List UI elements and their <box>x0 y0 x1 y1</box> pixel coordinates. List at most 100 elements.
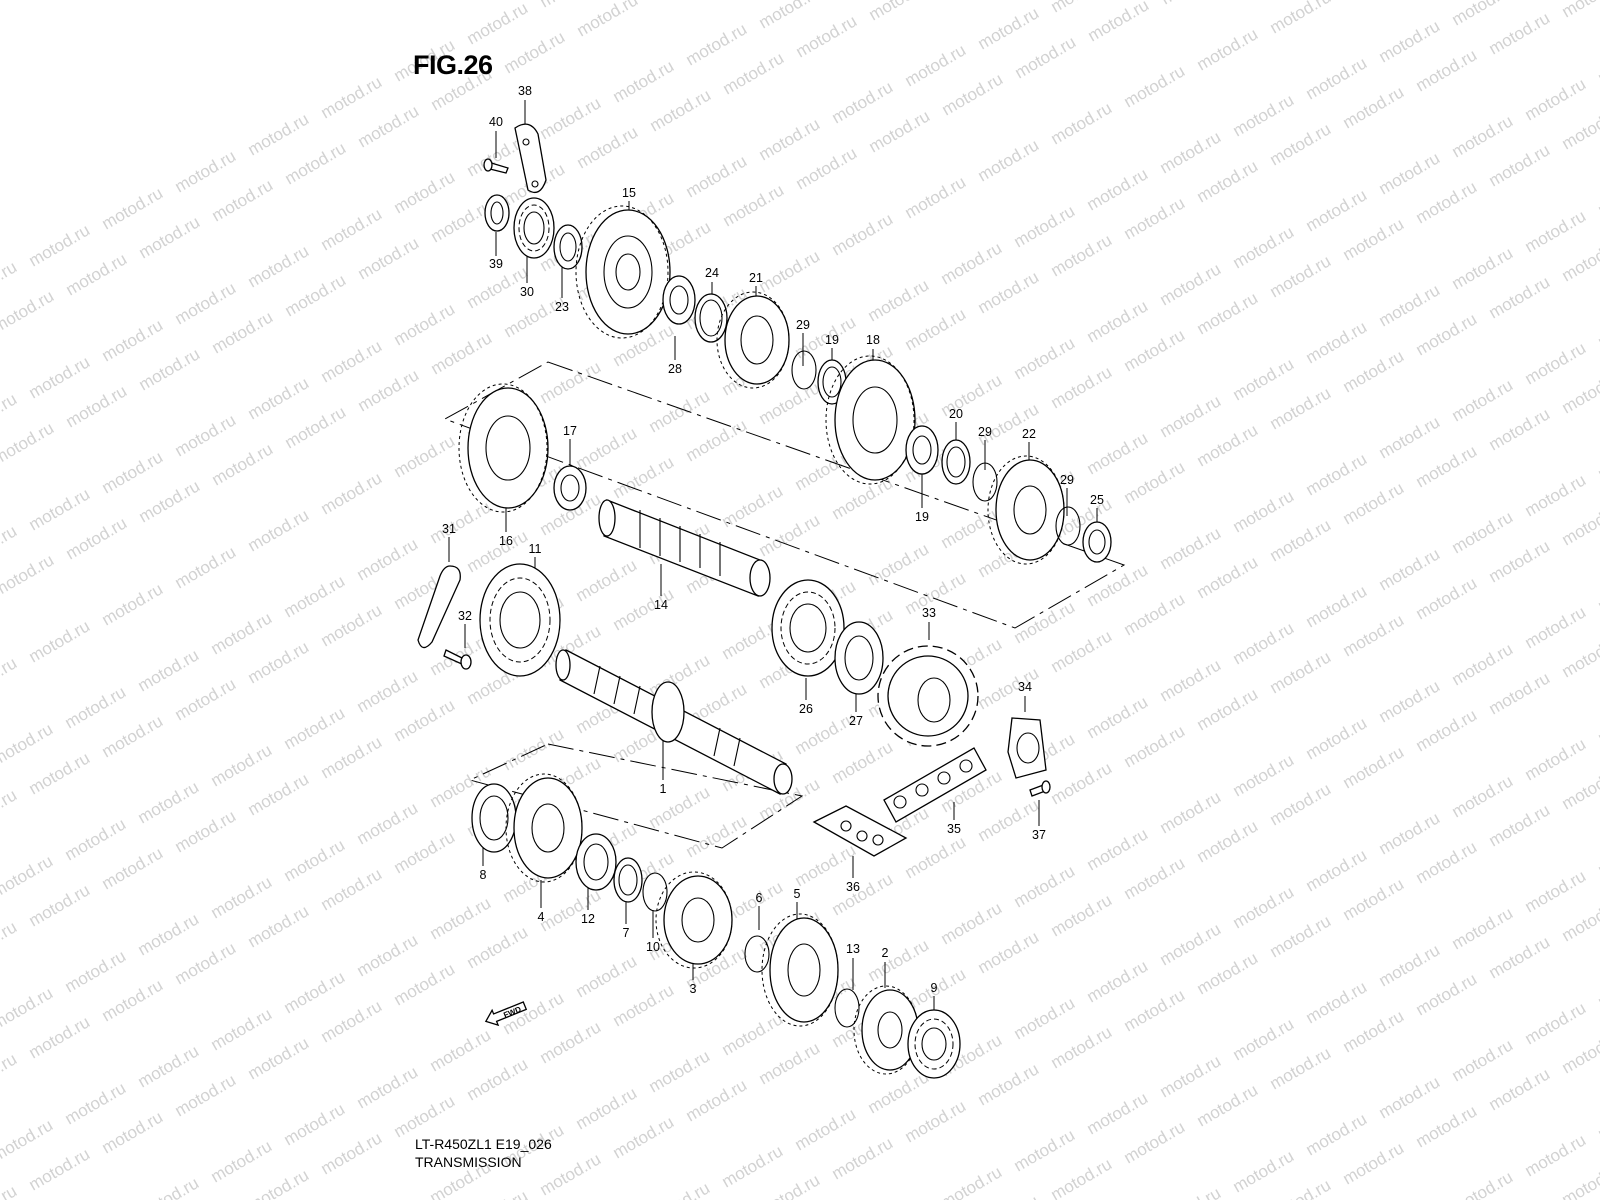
watermark-text: motod.ru <box>0 719 56 769</box>
callout-1: 1 <box>660 782 667 796</box>
watermark-text: motod.ru <box>1012 32 1080 82</box>
watermark-text: motod.ru <box>537 0 605 11</box>
watermark-text: motod.ru <box>245 373 313 423</box>
watermark-text: motod.ru <box>1595 1093 1600 1143</box>
watermark-text: motod.ru <box>391 827 459 877</box>
callout-19-lower: 19 <box>915 510 929 524</box>
watermark-text: motod.ru <box>902 40 970 90</box>
watermark-text: motod.ru <box>318 336 386 386</box>
watermark-text: motod.ru <box>26 1144 94 1194</box>
watermark-text: motod.ru <box>574 122 642 172</box>
watermark-text: motod.ru <box>938 898 1006 948</box>
watermark-text: motod.ru <box>172 806 240 856</box>
section-title: TRANSMISSION <box>415 1154 522 1170</box>
watermark-text: motod.ru <box>318 864 386 914</box>
callout-11: 11 <box>529 542 542 556</box>
watermark-text: motod.ru <box>99 711 167 761</box>
watermark-text: motod.ru <box>720 48 788 98</box>
watermark-text: motod.ru <box>1522 866 1590 916</box>
watermark-text: motod.ru <box>975 267 1043 317</box>
watermark-text: motod.ru <box>1340 346 1408 396</box>
watermark-text: motod.ru <box>1340 214 1408 264</box>
watermark-text: motod.ru <box>1413 309 1481 359</box>
watermark-text: motod.ru <box>1048 626 1116 676</box>
watermark-text: motod.ru <box>1486 668 1554 718</box>
watermark-text: motod.ru <box>1303 1109 1371 1159</box>
watermark-text: motod.ru <box>391 431 459 481</box>
callout-30: 30 <box>520 285 534 299</box>
watermark-text: motod.ru <box>1449 771 1517 821</box>
watermark-text: motod.ru <box>975 135 1043 185</box>
watermark-text: motod.ru <box>99 1107 167 1157</box>
watermark-text: motod.ru <box>1559 895 1600 945</box>
part-5-gear <box>761 913 839 1027</box>
watermark-text: motod.ru <box>683 1075 751 1125</box>
watermark-text: motod.ru <box>1413 441 1481 491</box>
watermark-text: motod.ru <box>1522 1130 1590 1180</box>
callout-13: 13 <box>846 942 860 956</box>
watermark-text: motod.ru <box>1449 375 1517 425</box>
watermark-text: motod.ru <box>391 167 459 217</box>
callout-29-right: 29 <box>1060 473 1074 487</box>
watermark-text: motod.ru <box>1157 1051 1225 1101</box>
part-25-washer <box>1082 521 1112 563</box>
watermark-text: motod.ru <box>391 299 459 349</box>
watermark-text: motod.ru <box>829 77 897 127</box>
watermark-text: motod.ru <box>0 1115 56 1165</box>
watermark-text: motod.ru <box>756 114 824 164</box>
watermark-text: motod.ru <box>1230 618 1298 668</box>
watermark-text: motod.ru <box>1595 565 1600 615</box>
watermark-text: motod.ru <box>1194 24 1262 74</box>
watermark-text: motod.ru <box>391 1091 459 1141</box>
watermark-text: motod.ru <box>1084 824 1152 874</box>
watermark-text: motod.ru <box>208 608 276 658</box>
part-38-stopper-plate <box>514 123 547 194</box>
watermark-text: motod.ru <box>1267 251 1335 301</box>
part-8-washer <box>471 783 517 853</box>
watermark-text: motod.ru <box>172 146 240 196</box>
watermark-text: motod.ru <box>354 534 422 584</box>
watermark-text: motod.ru <box>719 1141 787 1191</box>
callout-38: 38 <box>518 84 532 98</box>
part-12-bushing <box>575 833 617 891</box>
watermark-text: motod.ru <box>318 468 386 518</box>
part-11-bearing <box>479 563 561 677</box>
callout-39: 39 <box>489 257 503 271</box>
watermark-text: motod.ru <box>975 1191 1043 1200</box>
watermark-text: motod.ru <box>63 381 131 431</box>
part-18-gear <box>825 355 916 485</box>
watermark-text: motod.ru <box>281 835 349 885</box>
watermark-text: motod.ru <box>1084 560 1152 610</box>
watermark-text: motod.ru <box>610 980 678 1030</box>
watermark-text: motod.ru <box>1340 82 1408 132</box>
callout-19: 19 <box>825 333 839 347</box>
watermark-text: motod.ru <box>1194 156 1262 206</box>
callout-labels: 38 40 15 39 30 23 24 21 28 29 19 18 17 1… <box>442 84 1104 996</box>
watermark-text: motod.ru <box>1084 428 1152 478</box>
callout-29-mid: 29 <box>978 425 992 439</box>
watermark-text: motod.ru <box>1449 1035 1517 1085</box>
watermark-text: motod.ru <box>1048 1022 1116 1072</box>
watermark-text: motod.ru <box>281 967 349 1017</box>
watermark-text: motod.ru <box>354 798 422 848</box>
watermark-text: motod.ru <box>1559 235 1600 285</box>
watermark-text: motod.ru <box>683 811 751 861</box>
watermark-text: motod.ru <box>172 1070 240 1120</box>
watermark-text: motod.ru <box>537 885 605 935</box>
watermark-text: motod.ru <box>1303 977 1371 1027</box>
callout-6: 6 <box>756 891 763 905</box>
watermark-text: motod.ru <box>0 785 20 835</box>
watermark-text: motod.ru <box>1340 610 1408 660</box>
watermark-text: motod.ru <box>1011 861 1079 911</box>
watermark-text: motod.ru <box>500 724 568 774</box>
callout-35: 35 <box>947 822 961 836</box>
watermark-text: motod.ru <box>1376 676 1444 726</box>
watermark-text: motod.ru <box>975 1059 1043 1109</box>
watermark-text: motod.ru <box>99 975 167 1025</box>
watermark-text: motod.ru <box>573 951 641 1001</box>
watermark-text: motod.ru <box>1303 713 1371 763</box>
watermark-text: motod.ru <box>282 270 350 320</box>
watermark-text: motod.ru <box>1230 222 1298 272</box>
watermark-text: motod.ru <box>793 143 861 193</box>
